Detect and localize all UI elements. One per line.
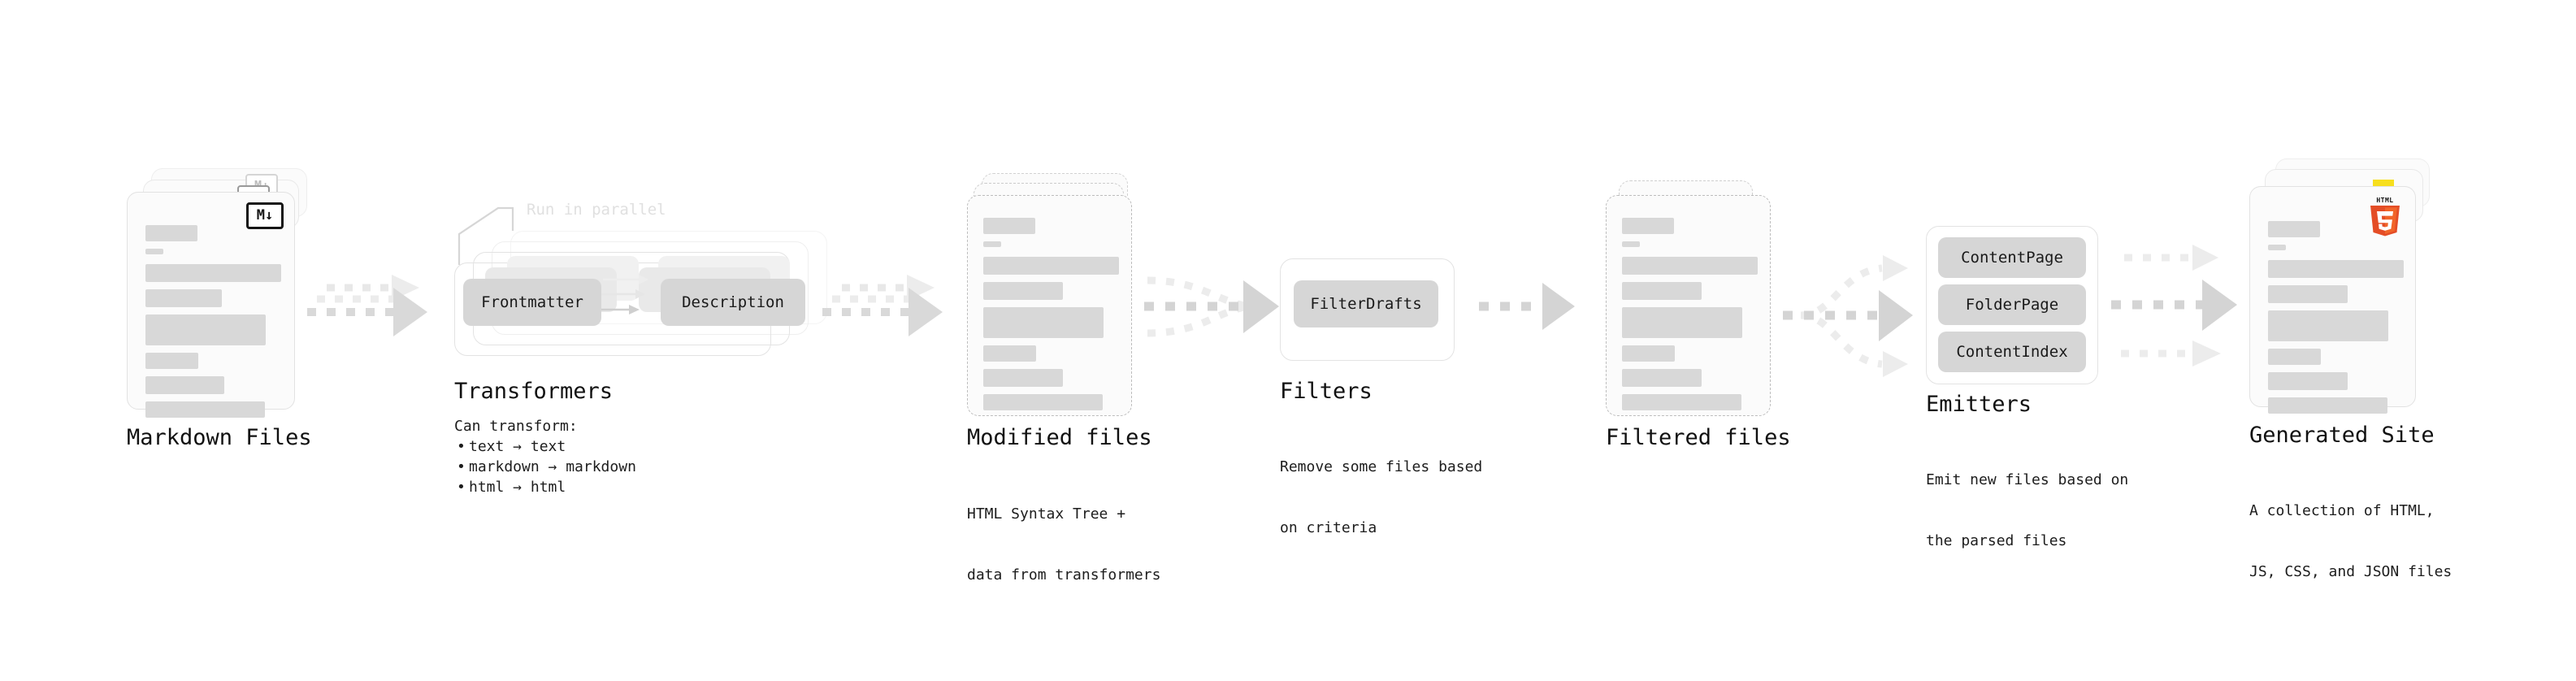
filters-subtitle-line1: Remove some files based <box>1280 458 1483 475</box>
generated-site-title: Generated Site <box>2249 423 2435 448</box>
placeholder-line <box>983 369 1063 387</box>
placeholder-line <box>1622 218 1674 234</box>
generated-site-subtitle: A collection of HTML, JS, CSS, and JSON … <box>2249 460 2452 622</box>
placeholder-line <box>983 307 1104 338</box>
placeholder-line <box>1622 241 1640 247</box>
placeholder-line <box>2268 245 2286 250</box>
filtered-card-front <box>1606 195 1771 416</box>
placeholder-line <box>2268 310 2388 341</box>
emitters-subtitle-line2: the parsed files <box>1926 532 2067 549</box>
filters-subtitle-line2: on criteria <box>1280 519 1377 536</box>
filter-chip-filterdrafts[interactable]: FilterDrafts <box>1294 280 1438 327</box>
emitters-subtitle: Emit new files based on the parsed files <box>1926 429 2128 592</box>
site-card-placeholder-lines <box>2268 221 2404 421</box>
modified-files-subtitle: HTML Syntax Tree + data from transformer… <box>967 463 1160 626</box>
generated-site-subtitle-line1: A collection of HTML, <box>2249 502 2435 519</box>
arrow-md-to-transformers <box>307 275 427 336</box>
placeholder-line <box>2268 285 2348 303</box>
emitter-chip-folderpage[interactable]: FolderPage <box>1938 284 2086 325</box>
markdown-card-placeholder-lines <box>145 225 281 425</box>
transformers-title: Transformers <box>454 379 614 404</box>
placeholder-line <box>145 376 224 394</box>
run-in-parallel-label: Run in parallel <box>527 201 666 219</box>
placeholder-line <box>145 314 266 345</box>
transformer-chip-description[interactable]: Description <box>661 279 805 326</box>
markdown-icon: M↓ <box>246 202 284 229</box>
placeholder-line <box>2268 349 2321 365</box>
arrow-filters-to-filtered <box>1479 283 1575 330</box>
placeholder-line <box>2268 372 2348 390</box>
placeholder-line <box>983 345 1036 362</box>
placeholder-line <box>1622 369 1702 387</box>
transformers-bullets: Can transform: text → text markdown → ma… <box>454 416 636 497</box>
transformer-chip-frontmatter[interactable]: Frontmatter <box>463 279 601 326</box>
placeholder-line <box>145 401 265 418</box>
emitter-chip-contentindex[interactable]: ContentIndex <box>1938 332 2086 372</box>
emitters-subtitle-line1: Emit new files based on <box>1926 471 2129 488</box>
placeholder-line <box>1622 345 1675 362</box>
filters-subtitle: Remove some files based on criteria <box>1280 416 1482 579</box>
placeholder-line <box>983 394 1103 410</box>
placeholder-line <box>2268 260 2404 278</box>
html5-icon: HTML <box>2370 197 2400 236</box>
generated-site-subtitle-line2: JS, CSS, and JSON files <box>2249 563 2452 580</box>
markdown-files-title: Markdown Files <box>127 425 312 450</box>
arrow-filtered-to-emitters <box>1783 255 1913 377</box>
run-in-parallel-bracket <box>458 206 514 265</box>
filters-groupbox <box>1280 258 1455 361</box>
placeholder-line <box>983 282 1063 300</box>
placeholder-line <box>1622 307 1742 338</box>
placeholder-line <box>145 264 281 282</box>
placeholder-line <box>1622 257 1758 275</box>
filtered-files-title: Filtered files <box>1606 425 1791 450</box>
filters-title: Filters <box>1280 379 1373 404</box>
emitters-title: Emitters <box>1926 392 2032 417</box>
modified-files-subtitle-line2: data from transformers <box>967 566 1161 583</box>
markdown-card-front: M↓ <box>127 192 295 418</box>
placeholder-line <box>983 218 1035 234</box>
filtered-card-placeholder-lines <box>1622 218 1758 418</box>
placeholder-line <box>983 257 1119 275</box>
transformers-bullet-item: markdown → markdown <box>454 457 636 477</box>
transformers-bullets-header: Can transform: <box>454 418 578 435</box>
modified-files-title: Modified files <box>967 425 1152 450</box>
arrow-modified-to-filters <box>1144 276 1279 337</box>
emitters-groupbox <box>1926 226 2098 384</box>
transformers-bullet-item: html → html <box>454 477 636 497</box>
transformers-bullet-item: text → text <box>454 436 636 457</box>
modified-files-subtitle-line1: HTML Syntax Tree + <box>967 505 1126 523</box>
placeholder-line <box>145 353 198 369</box>
placeholder-line <box>145 289 222 307</box>
arrow-transformers-to-modified <box>822 275 943 336</box>
placeholder-line <box>2268 221 2320 237</box>
modified-card-placeholder-lines <box>983 218 1119 418</box>
placeholder-line <box>2268 397 2387 414</box>
site-card-front: HTML <box>2249 186 2416 414</box>
modified-card-front <box>967 195 1132 416</box>
placeholder-line <box>145 249 163 254</box>
placeholder-line <box>1622 282 1702 300</box>
placeholder-line <box>1622 394 1741 410</box>
arrow-emitters-to-site <box>2111 245 2237 367</box>
placeholder-line <box>983 241 1001 247</box>
emitter-chip-contentpage[interactable]: ContentPage <box>1938 237 2086 278</box>
placeholder-line <box>145 225 197 241</box>
svg-text:HTML: HTML <box>2376 197 2393 204</box>
transformer-inner-arrows <box>592 275 648 314</box>
